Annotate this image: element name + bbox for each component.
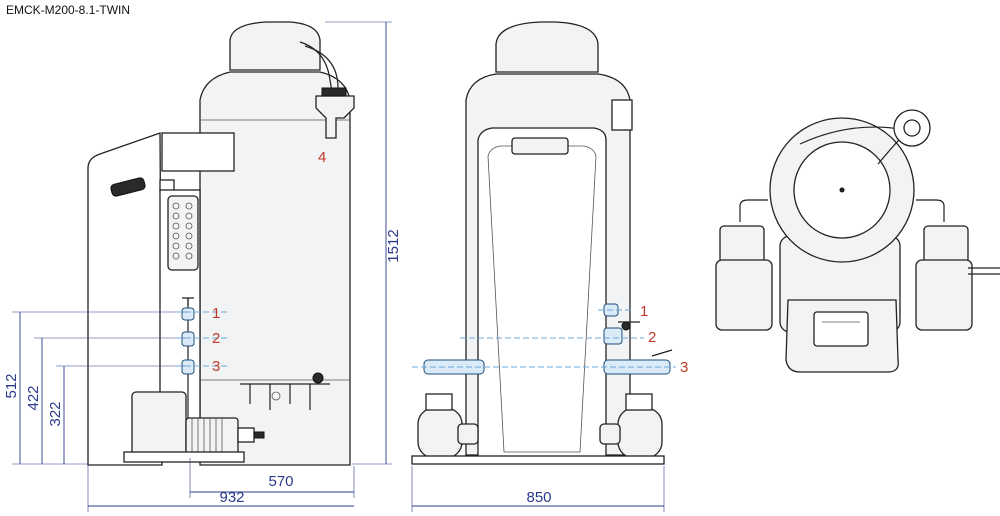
side-handle [110,177,146,197]
dim-conn3-height: 322 [47,401,64,426]
dim-conn2-height: 422 [25,385,42,410]
side-conn-1 [181,307,195,321]
front-door-handle [511,137,569,155]
side-conn-3 [181,359,195,375]
top-view [715,109,1000,373]
callout-side-2: 2 [212,330,220,347]
drawing-title: EMCK-M200-8.1-TWIN [6,3,131,17]
side-hole-panel [167,195,199,271]
front-door [477,127,607,459]
side-conn-2 [181,331,195,347]
side-tank-body [199,71,351,466]
side-drain-funnel [315,95,355,139]
front-pump-right [617,407,663,459]
dim-depth-body: 570 [268,473,293,490]
side-cabinet [87,132,163,466]
side-tank-dome [229,21,321,71]
dim-width-front: 850 [526,489,551,506]
dimension-lines [12,21,676,512]
callout-side-4: 4 [318,149,326,166]
top-handle [813,311,869,347]
callout-side-1: 1 [212,305,220,322]
dim-conn1-height: 512 [3,373,20,398]
front-view [411,21,673,465]
callout-side-3: 3 [212,358,220,375]
side-pump-motor [131,391,187,459]
dim-depth-total: 932 [219,489,244,506]
callout-front-3: 3 [680,359,688,376]
front-pump-left [417,407,463,459]
dim-total-height: 1512 [385,229,402,262]
front-tank-dome [495,21,599,73]
callout-front-2: 2 [648,329,656,346]
callout-front-1: 1 [640,303,648,320]
side-view [87,21,355,466]
side-cabinet-shelf [161,132,235,172]
